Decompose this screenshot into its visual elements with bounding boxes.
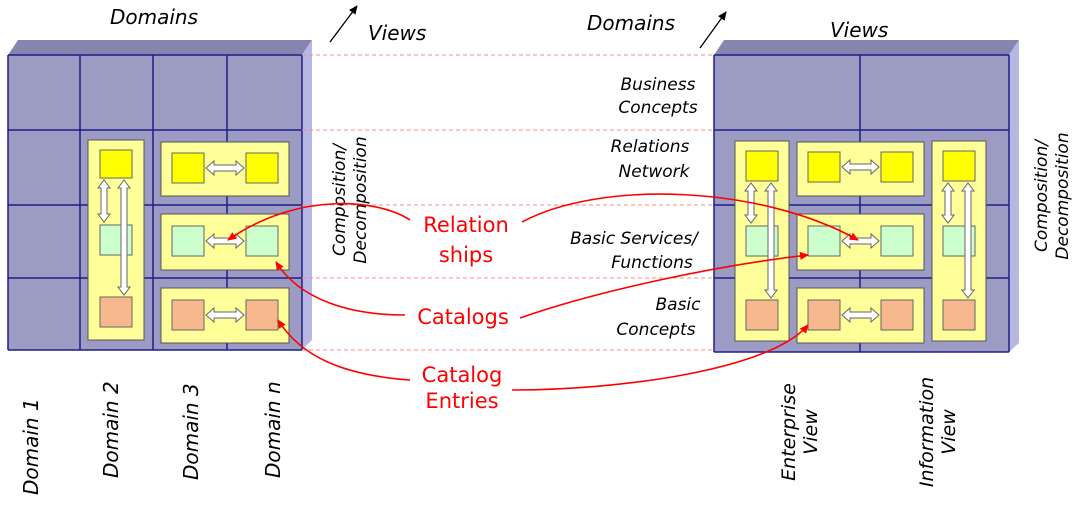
left-box-orange-3 xyxy=(245,299,279,331)
svg-text:View: View xyxy=(938,409,960,455)
left-box-green-3 xyxy=(245,225,279,257)
right-header-domains: Domains xyxy=(587,11,675,35)
svg-text:Decomposition: Decomposition xyxy=(351,136,371,263)
catalog-entries-arrow-left xyxy=(277,319,411,381)
left-views-arrow-icon xyxy=(329,5,358,43)
svg-text:Network: Network xyxy=(619,162,691,182)
left-box-yellow-3 xyxy=(245,152,279,184)
right-cube-top xyxy=(714,40,1019,55)
row-label-business: Business xyxy=(621,75,696,95)
right-views-arrow-icon xyxy=(699,11,727,49)
left-cube-top xyxy=(8,40,312,55)
right-header-views: Views xyxy=(830,18,888,42)
catalogs-arrow-right xyxy=(519,251,809,319)
left-header-views: Views xyxy=(368,21,426,45)
left-box-green-2 xyxy=(171,225,205,257)
svg-text:Functions: Functions xyxy=(611,253,693,273)
callout-arrows xyxy=(227,193,859,391)
domain-label-1: Domain 1 xyxy=(19,398,43,495)
right-box-orange-1 xyxy=(745,299,779,331)
right-box-green-2 xyxy=(807,225,841,257)
left-grid xyxy=(7,54,303,351)
left-box-yellow-1 xyxy=(99,149,133,179)
right-view-labels: Enterprise View Information View xyxy=(778,377,960,487)
row-label-basic: Basic xyxy=(655,295,701,315)
row-guide-lines xyxy=(302,54,714,351)
svg-text:Composition/: Composition/ xyxy=(1032,138,1052,252)
right-box-yellow-4 xyxy=(942,150,976,182)
right-side-label: Composition/ Decomposition xyxy=(1032,132,1073,259)
svg-text:Concepts: Concepts xyxy=(616,320,695,340)
callout-catalog-entries-line1: Catalog xyxy=(422,363,503,387)
view-label-information: Information View xyxy=(916,377,960,487)
left-horizontal-arrows xyxy=(205,159,245,324)
left-box-yellow-2 xyxy=(171,152,205,184)
catalogs-arrow-left xyxy=(275,261,406,316)
svg-text:Information: Information xyxy=(916,377,938,487)
right-cube-side xyxy=(1009,40,1019,352)
domain-label-3: Domain 3 xyxy=(179,383,203,480)
svg-text:View: View xyxy=(800,409,822,455)
right-box-orange-4 xyxy=(942,299,976,331)
svg-text:Concepts: Concepts xyxy=(618,98,697,118)
right-box-yellow-2 xyxy=(807,151,841,183)
catalog-entries-arrow-right xyxy=(511,324,809,391)
row-label-services: Basic Services/ xyxy=(570,229,700,249)
right-box-orange-3 xyxy=(880,299,914,331)
right-box-yellow-1 xyxy=(745,150,779,182)
left-cube xyxy=(7,40,312,351)
left-side-label: Composition/ Decomposition xyxy=(330,136,371,263)
callout-relationships-line1: Relation xyxy=(423,213,509,237)
svg-text:Composition/: Composition/ xyxy=(330,142,350,256)
domain-label-2: Domain 2 xyxy=(99,381,123,478)
relationships-arrow-right xyxy=(521,193,859,241)
view-label-enterprise: Enterprise View xyxy=(778,383,822,481)
right-cube xyxy=(713,40,1019,353)
right-row-labels: Business Concepts Relations Network Basi… xyxy=(570,75,701,340)
svg-text:Enterprise: Enterprise xyxy=(778,383,800,481)
right-box-green-3 xyxy=(880,225,914,257)
right-box-yellow-3 xyxy=(880,151,914,183)
left-cube-side xyxy=(302,40,312,350)
callout-relationships-line2: ships xyxy=(439,243,493,267)
left-vertical-arrows xyxy=(97,179,131,296)
left-box-orange-1 xyxy=(99,296,133,328)
row-label-relations: Relations xyxy=(611,137,690,157)
svg-text:Decomposition: Decomposition xyxy=(1053,132,1073,259)
callout-catalog-entries-line2: Entries xyxy=(425,389,498,413)
left-domain-labels: Domain 1 Domain 2 Domain 3 Domain n xyxy=(19,381,285,495)
left-header-domains: Domains xyxy=(110,5,198,29)
right-box-orange-2 xyxy=(807,299,841,331)
domain-label-n: Domain n xyxy=(261,381,285,478)
left-box-orange-2 xyxy=(171,299,205,331)
callout-catalogs: Catalogs xyxy=(417,305,509,329)
relationships-arrow-left xyxy=(227,202,411,241)
